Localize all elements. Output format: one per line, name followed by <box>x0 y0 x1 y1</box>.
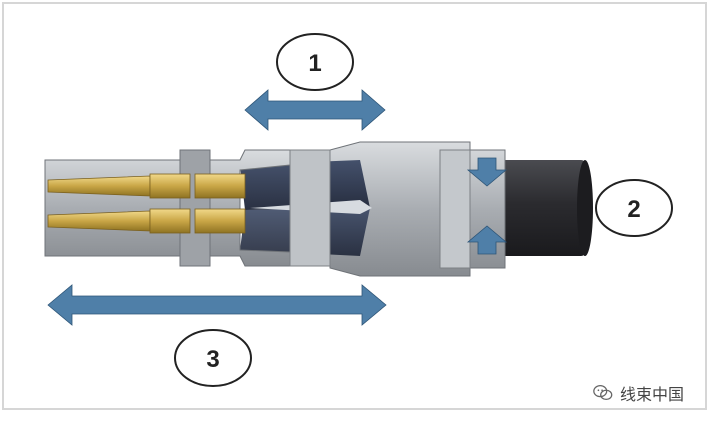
rear-housing <box>329 141 506 277</box>
clamp-arrow-down <box>466 157 508 187</box>
watermark-text: 线束中国 <box>620 385 685 404</box>
contact-pin-lower <box>47 208 246 234</box>
contact-pin-upper <box>47 173 246 199</box>
wechat-icon <box>593 385 613 401</box>
callout-3: 3 <box>174 329 252 387</box>
callout-2: 2 <box>595 179 673 237</box>
callout-1-label: 1 <box>308 50 321 77</box>
callout-1: 1 <box>276 33 354 91</box>
double-arrow-3 <box>47 284 387 326</box>
callout-2-label: 2 <box>627 196 640 223</box>
callout-3-label: 3 <box>206 346 219 373</box>
watermark: 线束中国 <box>592 382 684 404</box>
double-arrow-1 <box>244 89 386 131</box>
clamp-arrow-up <box>466 225 508 255</box>
